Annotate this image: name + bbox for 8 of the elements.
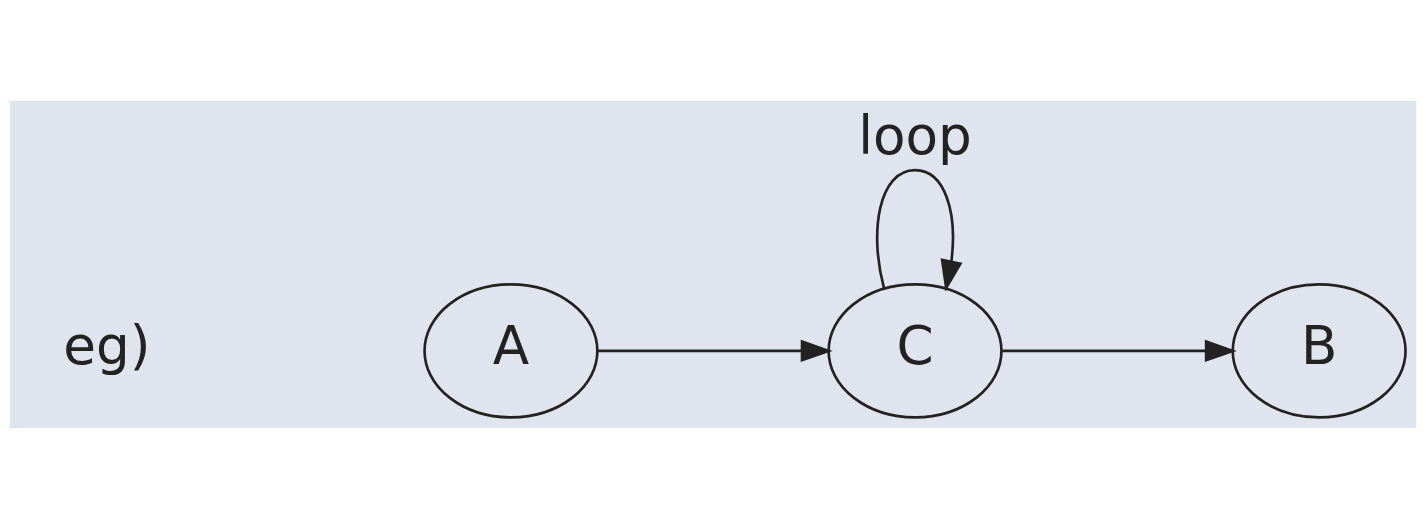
edge-label: loop (858, 105, 972, 168)
label: eg) (63, 315, 151, 378)
node-ellipse: C (827, 283, 1003, 419)
node-ellipse: B (1231, 283, 1407, 419)
arrow (1002, 339, 1237, 363)
arrow (598, 339, 833, 363)
arrow (875, 168, 963, 292)
node-ellipse: A (423, 283, 599, 419)
